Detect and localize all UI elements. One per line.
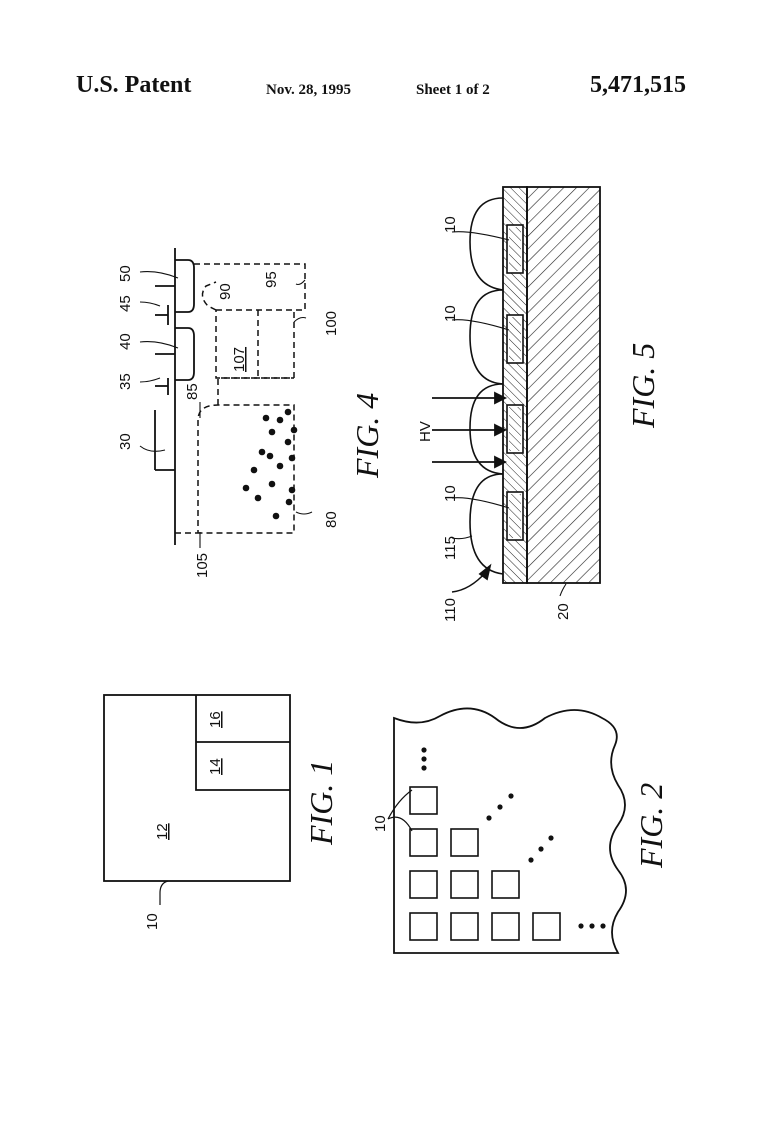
fig5-label-110: 110 xyxy=(442,598,459,622)
fig5-leaders xyxy=(451,231,567,597)
fig2-cell-grid xyxy=(409,786,561,941)
header-title: U.S. Patent xyxy=(76,72,192,98)
fig4-label-85: 85 xyxy=(184,383,201,400)
fig4-gate-50 xyxy=(175,259,195,313)
fig2-label-10: 10 xyxy=(372,815,389,832)
fig5-label-10c: 10 xyxy=(442,485,459,502)
fig4-label-95: 95 xyxy=(263,271,280,288)
fig4-dashed-regions xyxy=(175,263,306,534)
header-date: Nov. 28, 1995 xyxy=(266,82,352,98)
fig1-caption: FIG. 1 xyxy=(303,760,339,846)
header-sheet: Sheet 1 of 2 xyxy=(416,82,490,98)
fig1-partition xyxy=(195,695,290,791)
fig4-label-45: 45 xyxy=(117,295,134,312)
fig5-label-10b: 10 xyxy=(442,305,459,322)
fig1-chip-outline xyxy=(103,694,291,882)
fig4-label-40: 40 xyxy=(117,333,134,350)
fig4-charge-dots xyxy=(242,408,298,520)
fig4-label-90: 90 xyxy=(217,283,234,300)
fig4-label-107: 107 xyxy=(231,347,248,372)
fig1-leader-10 xyxy=(159,880,169,905)
fig5-caption: FIG. 5 xyxy=(625,343,661,429)
fig2-caption: FIG. 2 xyxy=(633,783,669,869)
fig5-label-115: 115 xyxy=(442,536,459,560)
fig5-hv-label: HV xyxy=(417,421,434,442)
fig5-label-20: 20 xyxy=(555,603,572,620)
fig1-label-14: 14 xyxy=(207,758,224,775)
fig1-label-10: 10 xyxy=(144,913,161,930)
fig5-label-10a: 10 xyxy=(442,216,459,233)
fig5-lenses xyxy=(469,197,504,575)
fig4-diagram xyxy=(154,248,306,545)
fig2-ellipsis xyxy=(421,747,606,929)
fig4-label-80: 80 xyxy=(323,511,340,528)
fig1-label-12: 12 xyxy=(154,823,171,840)
fig4-leaders xyxy=(139,271,313,548)
fig4-label-35: 35 xyxy=(117,373,134,390)
fig4-caption: FIG. 4 xyxy=(349,393,385,479)
fig4-label-50: 50 xyxy=(117,265,134,282)
fig2-diagram xyxy=(387,707,627,954)
fig5-hv-arrows xyxy=(432,391,508,469)
header-patent-number: 5,471,515 xyxy=(590,72,686,98)
fig4-label-100: 100 xyxy=(323,311,340,336)
fig2-leader-10b xyxy=(387,789,413,820)
fig1-diagram xyxy=(103,694,291,905)
fig4-gate-40 xyxy=(175,327,195,381)
fig4-label-30: 30 xyxy=(117,433,134,450)
fig5-diagram xyxy=(432,186,601,597)
fig4-label-105: 105 xyxy=(194,553,211,578)
fig2-torn-outline xyxy=(393,707,627,954)
fig2-leader-10a xyxy=(387,816,413,832)
fig5-substrate-20 xyxy=(526,186,601,584)
fig1-label-16: 16 xyxy=(207,711,224,728)
